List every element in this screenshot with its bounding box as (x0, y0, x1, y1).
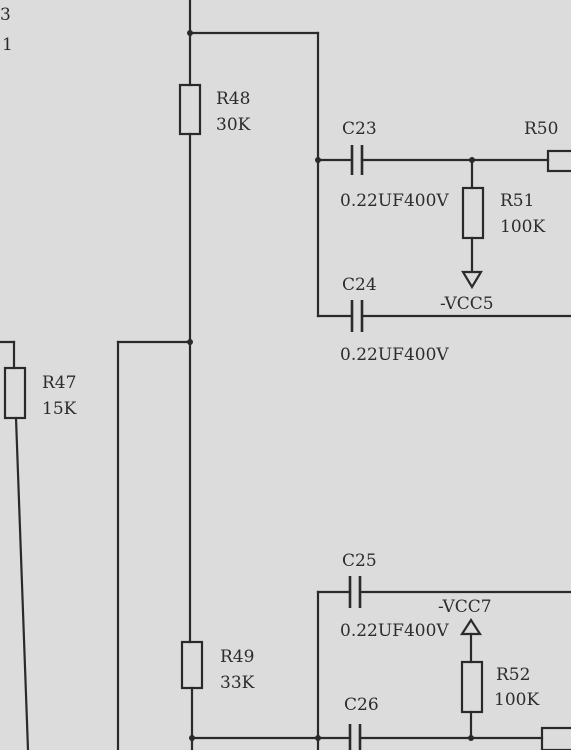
c25-ref-label: C25 (342, 551, 377, 571)
c26-ref-label: C26 (344, 695, 379, 715)
resistor-r48 (178, 83, 202, 136)
r51-value-label: 100K (500, 217, 545, 237)
r48-value-label: 30K (216, 115, 251, 135)
junction-r52 (468, 735, 474, 741)
c23-ref-label: C23 (342, 119, 377, 139)
resistor-r52 (460, 660, 484, 714)
edge-label-top: 3 (0, 5, 11, 25)
vcc5-label: -VCC5 (440, 294, 494, 314)
r50-ref-label: R50 (524, 119, 558, 139)
resistor-r49 (180, 640, 204, 690)
r47-value-label: 15K (42, 399, 77, 419)
r51-ref-label: R51 (500, 191, 534, 211)
resistor-r47 (3, 366, 27, 420)
r52-value-label: 100K (494, 690, 539, 710)
junction-bottom-mid (315, 735, 321, 741)
junction-bottom-left (189, 735, 195, 741)
arrow-vcc7 (459, 617, 483, 636)
ground-arrow-vcc5 (461, 270, 483, 290)
c24-ref-label: C24 (342, 275, 377, 295)
vcc7-label: -VCC7 (438, 597, 492, 617)
r52-ref-label: R52 (496, 665, 530, 685)
edge-label-mid: 1 (2, 35, 13, 55)
resistor-r53-stub (540, 726, 571, 750)
c25-value-label: 0.22UF400V (340, 621, 449, 641)
r49-ref-label: R49 (220, 647, 254, 667)
r49-value-label: 33K (220, 673, 255, 693)
r47-ref-label: R47 (42, 373, 76, 393)
c23-value-label: 0.22UF400V (340, 191, 449, 211)
resistor-r51 (461, 186, 485, 240)
junction-mid (187, 339, 193, 345)
r47-bottom-wire (14, 416, 30, 750)
r48-ref-label: R48 (216, 89, 250, 109)
junction-top (187, 30, 193, 36)
junction-c23 (315, 157, 321, 163)
resistor-r50 (546, 149, 571, 173)
c24-value-label: 0.22UF400V (340, 345, 449, 365)
